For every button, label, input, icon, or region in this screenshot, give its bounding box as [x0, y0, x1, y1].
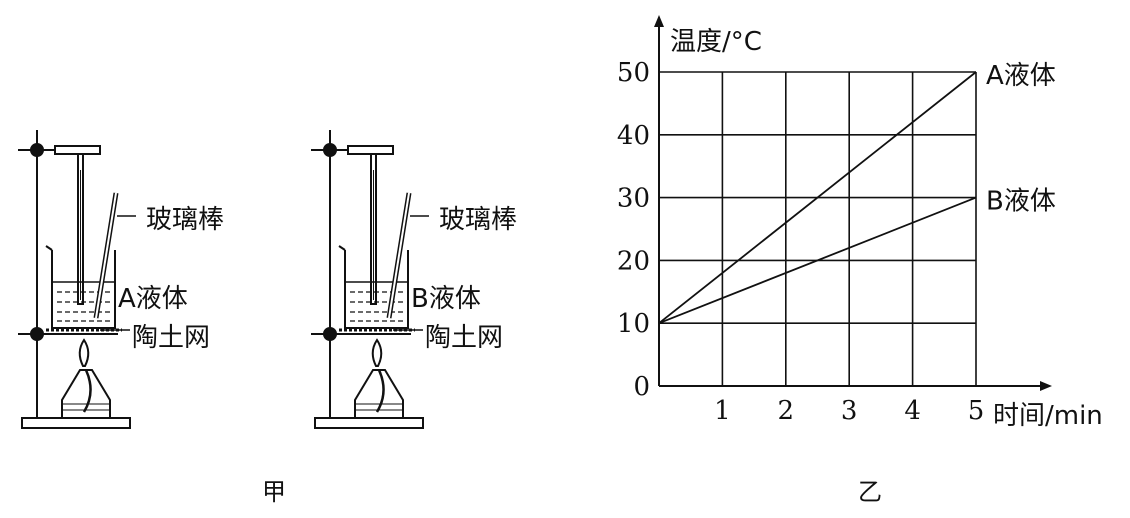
- x-tick-label: 2: [778, 396, 795, 426]
- stand-base: [314, 417, 424, 429]
- x-tick-label: 1: [714, 396, 731, 426]
- apparatus-left: [18, 130, 136, 429]
- beaker: [344, 250, 409, 329]
- liquid-label-left: A液体: [118, 284, 188, 314]
- liquid-label-right: B液体: [411, 284, 481, 314]
- x-tick-label: 3: [841, 396, 858, 426]
- flame: [371, 338, 383, 367]
- liquid-hatching: [350, 291, 403, 322]
- x-axis-label: 时间/min: [993, 401, 1103, 431]
- tick-labels: 0 10 20 30 40 50 1 2 3 4 5: [617, 58, 984, 426]
- rod-label-right: 玻璃棒: [439, 205, 517, 235]
- flame: [78, 338, 90, 367]
- y-tick-label: 10: [617, 309, 650, 339]
- grid: [659, 71, 977, 386]
- gauze-label-right: 陶土网: [425, 323, 503, 353]
- y-tick-label: 30: [617, 184, 650, 214]
- stand-base: [21, 417, 131, 429]
- caption-jia: 甲: [262, 478, 286, 506]
- alcohol-lamp: [354, 369, 404, 419]
- y-tick-label: 40: [617, 121, 650, 151]
- x-axis-arrow-icon: [1040, 381, 1052, 391]
- caption-yi: 乙: [858, 478, 882, 506]
- alcohol-lamp: [61, 369, 111, 419]
- y-tick-label: 0: [633, 372, 650, 402]
- y-axis-label: 温度/°C: [670, 27, 762, 57]
- thermometer-holder: [54, 145, 101, 155]
- apparatus-right: [311, 130, 429, 429]
- y-axis-arrow-icon: [654, 15, 664, 27]
- x-tick-label: 4: [904, 396, 921, 426]
- series-line-b: [658, 196, 977, 325]
- x-tick-label: 5: [968, 396, 985, 426]
- series-label-b: B液体: [986, 187, 1056, 217]
- series-label-a: A液体: [986, 61, 1056, 91]
- series-line-a: [658, 71, 977, 324]
- y-tick-label: 20: [617, 246, 650, 276]
- y-tick-label: 50: [617, 58, 650, 88]
- axes: [654, 15, 1052, 391]
- gauze-label-left: 陶土网: [132, 323, 210, 353]
- series: A液体 B液体: [658, 61, 1056, 325]
- thermometer-holder: [347, 145, 394, 155]
- temperature-chart: 0 10 20 30 40 50 1 2 3 4 5 A液体 B液体 温度/°C 时间/min: [617, 15, 1103, 431]
- rod-label-left: 玻璃棒: [146, 205, 224, 235]
- beaker: [51, 250, 116, 329]
